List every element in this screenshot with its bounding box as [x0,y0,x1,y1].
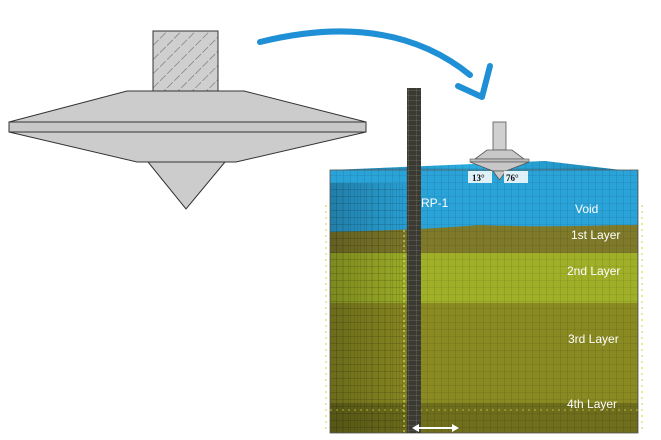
reference-point-label: RP-1 [421,196,449,210]
angle-left-label: 13° [472,173,485,183]
tool-lower-disk [8,131,367,163]
tool-shaft [152,30,219,92]
layer-label-void: Void [575,202,598,216]
cone-inset: 13° 76° [468,121,530,183]
double-headed-arrow-icon [412,424,459,432]
layer-label-3rd: 3rd Layer [568,332,619,346]
penetration-rod [403,88,421,433]
curved-arrow-icon [257,28,493,100]
cone-penetrometer-large [8,30,367,210]
layer-label-4th: 4th Layer [567,397,617,411]
angle-right-label: 76° [506,173,519,183]
layer-label-1st: 1st Layer [571,228,620,242]
tool-tip-cone [146,161,227,210]
layer-label-2nd: 2nd Layer [567,264,620,278]
tool-upper-disk [8,90,367,123]
tool-plate [8,121,367,133]
